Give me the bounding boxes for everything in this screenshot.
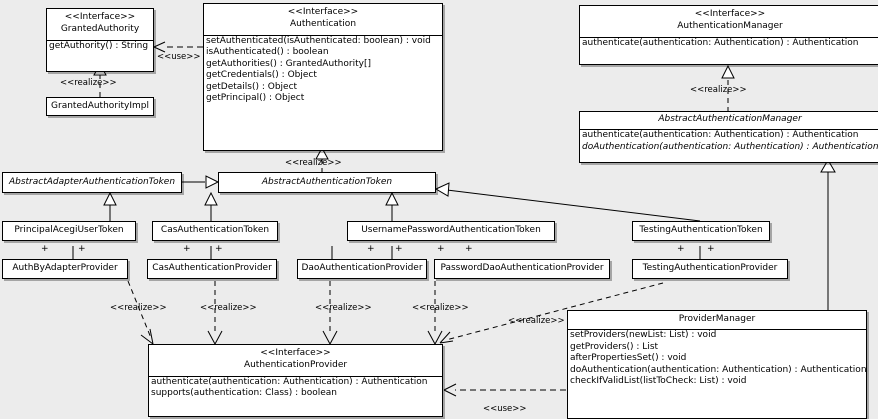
operation: setAuthenticated(isAuthenticated: boolea… (206, 35, 431, 46)
class-header: <<Interface>> AuthenticationManager (580, 6, 878, 37)
multiplicity-marker: + (465, 244, 473, 254)
class-name: PrincipalAcegiUserToken (14, 225, 124, 236)
operation: getAuthorities() : GrantedAuthority[] (206, 58, 371, 69)
operation: getDetails() : Object (206, 81, 298, 92)
class-name: TestingAuthenticationToken (639, 225, 763, 236)
operation: doAuthentication(authentication: Authent… (582, 141, 878, 152)
multiplicity-marker: + (183, 244, 191, 254)
stereotype-label: <<Interface>> (64, 12, 136, 22)
operation: afterPropertiesSet() : void (570, 353, 687, 364)
operation: supports(authentication: Class) : boolea… (151, 388, 337, 399)
operation: authenticate(authentication: Authenticat… (582, 130, 859, 141)
edge-label-realize-cas-authentication-provider: <<realize>> (200, 303, 257, 313)
class-principal-acegi-user-token[interactable]: PrincipalAcegiUserToken (2, 221, 136, 241)
stereotype-label: <<Interface>> (260, 348, 331, 358)
class-name: CasAuthenticationProvider (152, 263, 272, 274)
class-abstract-adapter-authentication-token[interactable]: AbstractAdapterAuthenticationToken (2, 172, 182, 193)
class-abstract-authentication-manager[interactable]: AbstractAuthenticationManager authentica… (579, 111, 878, 163)
class-auth-by-adapter-provider[interactable]: AuthByAdapterProvider (2, 259, 128, 279)
operations-compartment: authenticate(authentication: Authenticat… (580, 129, 878, 153)
class-password-dao-authentication-provider[interactable]: PasswordDaoAuthenticationProvider (434, 259, 610, 279)
class-name: ProviderManager (678, 314, 756, 324)
operations-compartment: authenticate(authentication: Authenticat… (149, 375, 442, 400)
edge-label-realize-auth-by-adapter-provider: <<realize>> (110, 303, 167, 313)
operations-compartment: authenticate(authentication: Authenticat… (580, 36, 878, 49)
operation: getCredentials() : Object (206, 70, 317, 81)
operation: authenticate(authentication: Authenticat… (582, 37, 859, 48)
multiplicity-marker: + (78, 244, 86, 254)
operation: getPrincipal() : Object (206, 93, 305, 104)
operation: setProviders(newList: List) : void (570, 330, 717, 341)
edge-label-realize-dao-authentication-provider: <<realize>> (315, 303, 372, 313)
class-name: AbstractAuthenticationToken (261, 176, 393, 187)
operations-compartment: setProviders(newList: List) : void getPr… (568, 329, 867, 387)
class-name: AbstractAuthenticationManager (658, 114, 802, 124)
multiplicity-marker: + (437, 244, 445, 254)
class-provider-manager[interactable]: ProviderManager setProviders(newList: Li… (567, 310, 867, 419)
operation: doAuthentication(authentication: Authent… (570, 364, 867, 375)
class-dao-authentication-provider[interactable]: DaoAuthenticationProvider (297, 259, 427, 279)
class-name: UsernamePasswordAuthenticationToken (361, 225, 541, 236)
edge-label-realize-testing-authentication-provider: <<realize>> (508, 316, 565, 326)
class-name: TestingAuthenticationProvider (642, 263, 778, 274)
stereotype-label: <<Interface>> (694, 9, 766, 19)
operation: checkIfValidList(listToCheck: List) : vo… (570, 376, 747, 387)
class-name: AbstractAdapterAuthenticationToken (8, 176, 176, 187)
class-name: AuthenticationManager (677, 21, 783, 32)
class-testing-authentication-provider[interactable]: TestingAuthenticationProvider (632, 259, 788, 279)
class-name: DaoAuthenticationProvider (301, 263, 423, 274)
operation: getProviders() : List (570, 341, 659, 352)
operation: isAuthenticated() : boolean (206, 47, 329, 58)
class-name: AuthByAdapterProvider (12, 263, 118, 274)
multiplicity-marker: + (395, 244, 403, 254)
class-header: <<Interface>> AuthenticationProvider (149, 345, 442, 376)
class-name: PasswordDaoAuthenticationProvider (440, 263, 604, 274)
class-authentication[interactable]: <<Interface>> Authentication setAuthenti… (203, 3, 443, 151)
class-abstract-authentication-token[interactable]: AbstractAuthenticationToken (218, 172, 436, 193)
multiplicity-marker: + (41, 244, 49, 254)
class-name: GrantedAuthorityImpl (51, 100, 149, 111)
class-username-password-authentication-token[interactable]: UsernamePasswordAuthenticationToken (347, 221, 555, 241)
edge-label-use-provider-manager: <<use>> (483, 404, 527, 414)
edge-label-realize-abstract-authentication-token: <<realize>> (285, 158, 342, 168)
class-header: <<Interface>> Authentication (204, 4, 442, 35)
multiplicity-marker: + (367, 244, 375, 254)
class-granted-authority[interactable]: <<Interface>> GrantedAuthority getAuthor… (46, 8, 154, 72)
class-authentication-manager[interactable]: <<Interface>> AuthenticationManager auth… (579, 5, 878, 65)
class-granted-authority-impl[interactable]: GrantedAuthorityImpl (46, 97, 154, 116)
class-header: AbstractAuthenticationManager (580, 112, 878, 129)
operations-compartment: getAuthority() : String (47, 39, 153, 52)
class-header: ProviderManager (568, 311, 866, 329)
operation: authenticate(authentication: Authenticat… (151, 376, 428, 387)
edge-label-realize-abstract-authentication-manager: <<realize>> (690, 85, 747, 95)
class-header: <<Interface>> GrantedAuthority (47, 9, 153, 40)
stereotype-label: <<Interface>> (287, 7, 359, 17)
operation: getAuthority() : String (49, 40, 149, 51)
edge-label-use-granted-authority: <<use>> (157, 52, 201, 62)
edge-label-realize-password-dao-authentication-provider: <<realize>> (412, 303, 469, 313)
class-name: AuthenticationProvider (243, 360, 348, 371)
class-cas-authentication-provider[interactable]: CasAuthenticationProvider (147, 259, 277, 279)
class-testing-authentication-token[interactable]: TestingAuthenticationToken (632, 221, 770, 241)
class-cas-authentication-token[interactable]: CasAuthenticationToken (152, 221, 278, 241)
class-name: CasAuthenticationToken (160, 225, 270, 236)
class-name: GrantedAuthority (60, 24, 140, 35)
class-name: Authentication (289, 19, 357, 30)
multiplicity-marker: + (707, 244, 715, 254)
class-authentication-provider[interactable]: <<Interface>> AuthenticationProvider aut… (148, 344, 443, 417)
operations-compartment: setAuthenticated(isAuthenticated: boolea… (204, 34, 442, 105)
edge-label-realize-granted-authority-impl: <<realize>> (60, 78, 117, 88)
multiplicity-marker: + (677, 244, 685, 254)
multiplicity-marker: + (215, 244, 223, 254)
